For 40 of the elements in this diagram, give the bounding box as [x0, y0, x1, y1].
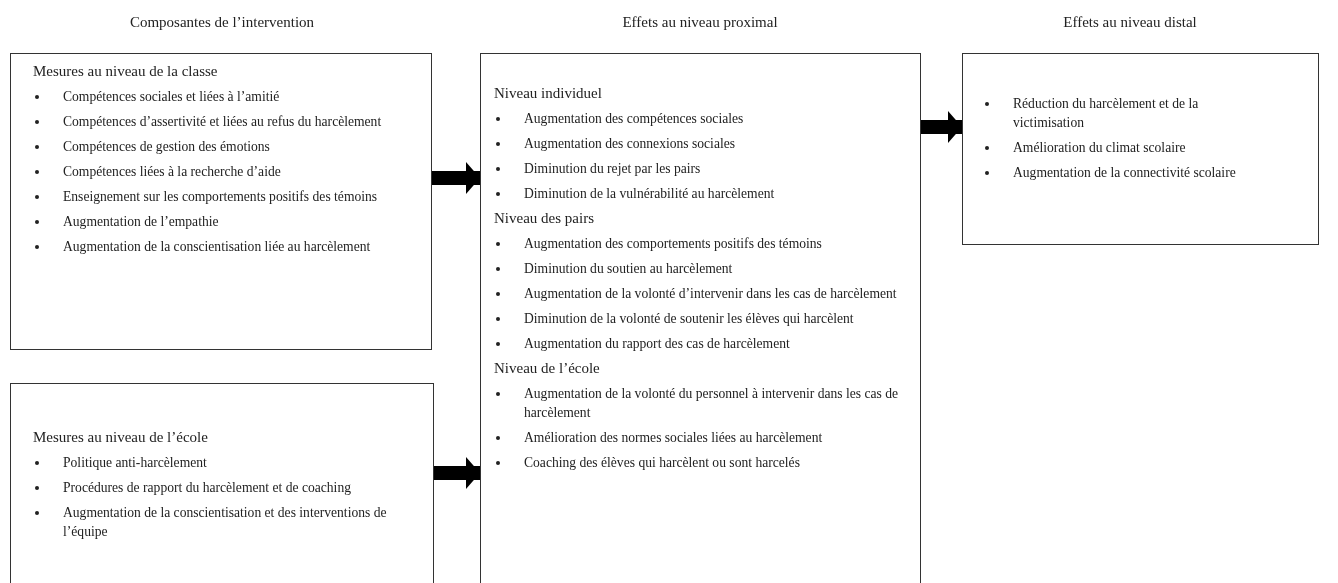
list-item: Amélioration des normes sociales liées au harcèlement — [524, 430, 823, 445]
list-item: Coaching des élèves qui harcèlent ou sont harcelés — [524, 455, 800, 470]
section-heading: Niveau individuel — [494, 84, 603, 103]
list-item: Diminution du rejet par les pairs — [524, 161, 701, 176]
list-item: Augmentation de la volonté d’intervenir dans les cas de harcèlement — [524, 286, 897, 301]
list-item: Augmentation de la conscientisation liée au harcèlement — [63, 239, 371, 254]
text-box — [10, 53, 432, 350]
block-arrow — [434, 457, 480, 489]
list-item: Augmentation des comportements positifs des témoins — [524, 236, 822, 251]
column-heading: Composantes de l’intervention — [129, 14, 315, 31]
list-item: Procédures de rapport du harcèlement et de coaching — [63, 480, 351, 495]
list-item: Augmentation de la conscientisation et des interventions de l’équipe — [63, 505, 387, 539]
block-arrow — [921, 111, 962, 143]
list-item: Amélioration du climat scolaire — [1013, 140, 1186, 155]
list-item: Compétences de gestion des émotions — [63, 139, 270, 154]
list-item: Augmentation des compétences sociales — [524, 111, 744, 126]
section-heading: Mesures au niveau de l’école — [33, 428, 209, 447]
section-heading: Niveau des pairs — [494, 209, 595, 228]
section-heading: Niveau de l’école — [494, 359, 601, 378]
list-item: Compétences liées à la recherche d’aide — [63, 164, 281, 179]
block-arrow — [432, 162, 480, 194]
list-item: Augmentation de la connectivité scolaire — [1013, 165, 1236, 180]
section-heading: Mesures au niveau de la classe — [33, 62, 219, 81]
list-item: Réduction du harcèlement et de la victimisation — [1013, 96, 1199, 130]
list-item: Augmentation de la volonté du personnel à intervenir dans les cas de harcèlement — [524, 386, 899, 420]
list-item: Compétences d’assertivité et liées au refus du harcèlement — [63, 114, 382, 129]
text-box — [962, 53, 1319, 245]
list-item: Diminution de la volonté de soutenir les élèves qui harcèlent — [524, 311, 854, 326]
list-item: Augmentation du rapport des cas de harcèlement — [524, 336, 790, 351]
column-heading: Effets au niveau distal — [1063, 14, 1197, 31]
list-item: Augmentation de l’empathie — [63, 214, 219, 229]
list-item: Enseignement sur les comportements positifs des témoins — [63, 189, 378, 204]
list-item: Augmentation des connexions sociales — [524, 136, 736, 151]
list-item: Compétences sociales et liées à l’amitié — [63, 89, 280, 104]
column-heading: Effets au niveau proximal — [622, 14, 778, 31]
list-item: Diminution de la vulnérabilité au harcèlement — [524, 186, 775, 201]
list-item: Politique anti-harcèlement — [63, 455, 207, 470]
text-box — [10, 383, 434, 583]
text-box — [480, 53, 921, 583]
list-item: Diminution du soutien au harcèlement — [524, 261, 733, 276]
